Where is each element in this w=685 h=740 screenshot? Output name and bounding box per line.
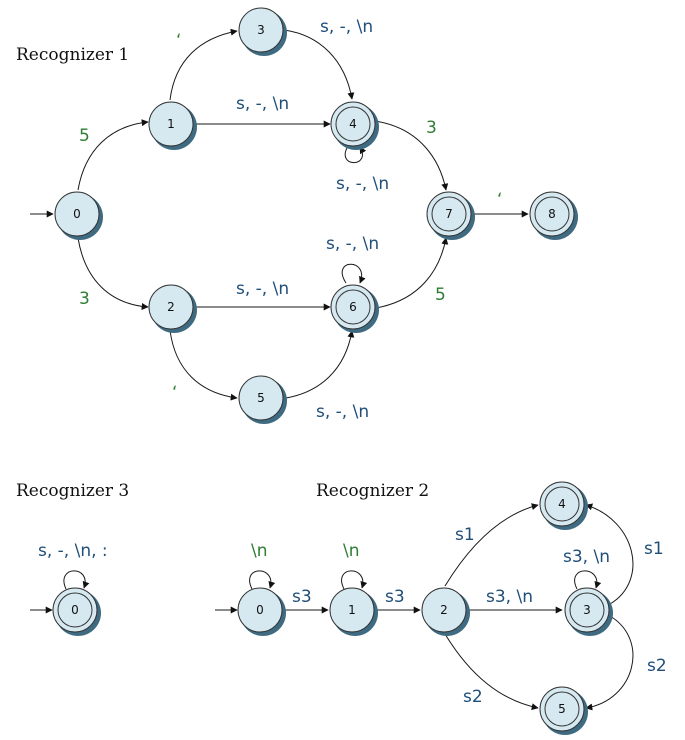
r1-state-4-accepting: 4 bbox=[330, 101, 379, 150]
r2-label-2-3: s3, \n bbox=[486, 587, 533, 607]
r1-state-4-label: 4 bbox=[349, 117, 357, 131]
r1-edge-4-7 bbox=[374, 120, 449, 191]
r2-label-2-5: s2 bbox=[463, 687, 483, 707]
r1-label-4-loop: s, -, \n bbox=[336, 174, 389, 194]
r2-state-0-label: 0 bbox=[256, 603, 264, 617]
r1-state-7-accepting: 7 bbox=[426, 191, 475, 240]
r2-state-1: 1 bbox=[329, 587, 378, 636]
r1-state-1-label: 1 bbox=[167, 117, 175, 131]
r1-label-2-5: ‘ bbox=[172, 383, 177, 403]
r1-state-8-accepting: 8 bbox=[529, 191, 578, 240]
r1-edge-0-2 bbox=[77, 237, 149, 310]
r1-state-5-label: 5 bbox=[257, 391, 265, 405]
r2-edge-2-5 bbox=[444, 633, 539, 711]
r1-loop-4 bbox=[344, 145, 367, 164]
r2-edge-3-5 bbox=[585, 615, 634, 711]
r1-state-3-label: 3 bbox=[257, 23, 265, 37]
r1-label-5-6: s, -, \n bbox=[316, 402, 369, 422]
r2-state-5-accepting: 5 bbox=[539, 686, 588, 735]
r1-edges bbox=[30, 28, 529, 401]
r2-edge-3-4 bbox=[585, 503, 634, 605]
r3-state-0-label: 0 bbox=[71, 603, 79, 617]
r1-state-0: 0 bbox=[54, 191, 103, 240]
r1-label-2-6: s, -, \n bbox=[236, 279, 289, 299]
r1-label-1-3: ‘ bbox=[176, 31, 181, 51]
r3-state-0-accepting: 0 bbox=[52, 587, 101, 636]
r2-state-3-label: 3 bbox=[583, 603, 591, 617]
r1-state-5: 5 bbox=[238, 375, 287, 424]
r1-edge-2-5 bbox=[169, 329, 238, 401]
r2-state-0: 0 bbox=[237, 587, 286, 636]
r1-edge-5-6 bbox=[285, 330, 355, 399]
r2-label-3-4: s1 bbox=[644, 539, 664, 559]
r1-label-6-7: 5 bbox=[435, 285, 446, 305]
r2-edge-2-4 bbox=[444, 503, 539, 587]
r2-label-1-2: s3 bbox=[385, 587, 405, 607]
r2-label-loop-1: \n bbox=[343, 541, 360, 561]
r2-label-3-5: s2 bbox=[647, 656, 667, 676]
r1-state-2-label: 2 bbox=[167, 300, 175, 314]
r2-label-loop-0: \n bbox=[251, 541, 268, 561]
r2-state-2: 2 bbox=[421, 587, 470, 636]
r2-loop-0 bbox=[249, 570, 276, 590]
r2-state-4-label: 4 bbox=[558, 497, 566, 511]
r1-label-1-4: s, -, \n bbox=[236, 94, 289, 114]
recognizer-2-title: Recognizer 2 bbox=[316, 481, 429, 501]
r1-state-7-label: 7 bbox=[445, 207, 453, 221]
r2-state-5-label: 5 bbox=[558, 702, 566, 716]
r1-label-6-loop: s, -, \n bbox=[326, 234, 379, 254]
r1-edge-0-1 bbox=[77, 119, 149, 191]
r1-state-8-label: 8 bbox=[548, 207, 556, 221]
recognizer-1-title: Recognizer 1 bbox=[16, 45, 129, 65]
r1-label-0-1: 5 bbox=[79, 126, 90, 146]
r1-label-0-2: 3 bbox=[79, 289, 90, 309]
r1-label-7-8: ‘ bbox=[497, 190, 502, 210]
r3-label-loop-0: s, -, \n, : bbox=[38, 541, 108, 561]
r1-edge-1-3 bbox=[169, 28, 238, 101]
r2-label-0-1: s3 bbox=[292, 587, 312, 607]
r1-state-2: 2 bbox=[148, 284, 197, 333]
recognizer-3-title: Recognizer 3 bbox=[16, 481, 129, 501]
r2-state-3-accepting: 3 bbox=[564, 587, 613, 636]
r1-state-6-accepting: 6 bbox=[330, 284, 379, 333]
r1-label-3-4: s, -, \n bbox=[320, 17, 373, 37]
r1-state-0-label: 0 bbox=[73, 207, 81, 221]
r2-loop-3 bbox=[574, 570, 602, 590]
r1-edge-6-7 bbox=[375, 237, 449, 309]
r1-label-4-7: 3 bbox=[426, 118, 437, 138]
r1-edge-3-4 bbox=[283, 29, 355, 100]
r2-state-4-accepting: 4 bbox=[539, 481, 588, 530]
r3-loop-0 bbox=[63, 570, 90, 590]
r3-edges bbox=[30, 570, 90, 614]
r1-loop-6 bbox=[341, 263, 366, 284]
r2-loop-1 bbox=[341, 570, 368, 590]
r1-state-1: 1 bbox=[148, 101, 197, 150]
r2-edges bbox=[215, 503, 634, 711]
r2-state-2-label: 2 bbox=[440, 603, 448, 617]
r1-state-6-label: 6 bbox=[349, 300, 357, 314]
r2-label-2-4: s1 bbox=[455, 525, 475, 545]
r1-state-3: 3 bbox=[238, 7, 287, 56]
r2-label-loop-3: s3, \n bbox=[563, 547, 610, 567]
r2-state-1-label: 1 bbox=[348, 603, 356, 617]
